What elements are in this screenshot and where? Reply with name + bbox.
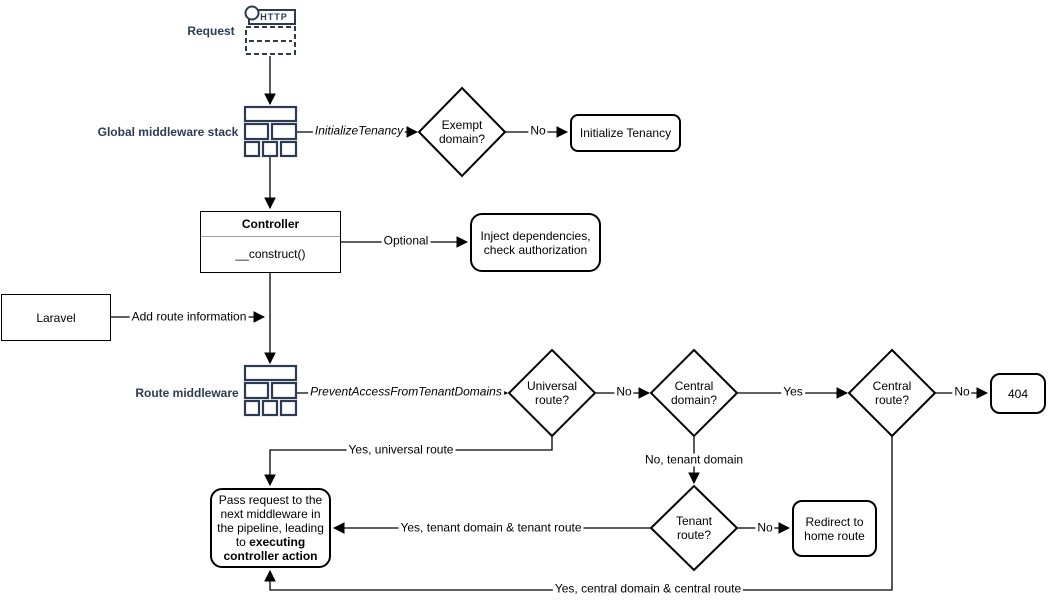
exempt-domain-diamond <box>417 86 507 178</box>
edge-label-prevent-access: PreventAccessFromTenantDomains <box>308 384 504 399</box>
controller-title: Controller <box>201 212 340 237</box>
controller-construct-method: __construct() <box>235 247 306 261</box>
edge-label-no-tenant-domain: No, tenant domain <box>642 452 746 467</box>
tenant-route-label: Tenant route? <box>675 514 713 542</box>
http-request-icon <box>244 5 296 55</box>
laravel-node: Laravel <box>1 294 111 341</box>
edge-label-yes-central-domain-route: Yes, central domain & central route <box>552 581 744 596</box>
tenant-route-diamond <box>649 484 739 572</box>
route-middleware-label: Route middleware <box>135 386 239 400</box>
global-middleware-stack-label: Global middleware stack <box>97 125 239 139</box>
edge-label-initialize-tenancy: InitializeTenancy <box>312 123 406 138</box>
central-domain-label: Central domain? <box>670 379 718 407</box>
inject-dependencies-node: Inject dependencies, check authorization <box>470 213 601 272</box>
central-route-label: Central route? <box>872 379 912 407</box>
controller-node: Controller __construct() <box>200 211 341 273</box>
edge-label-optional: Optional <box>381 233 431 248</box>
edge-label-exempt-no: No <box>528 123 548 138</box>
not-found-404-node: 404 <box>990 373 1046 414</box>
edge-label-add-route-information: Add route information <box>129 309 249 324</box>
initialize-tenancy-node: Initialize Tenancy <box>570 114 681 152</box>
central-domain-diamond <box>649 348 739 438</box>
pass-request-node: Pass request to the next middleware in t… <box>210 488 331 568</box>
global-middleware-stack-icon <box>243 105 298 158</box>
exempt-domain-label: Exempt domain? <box>438 118 486 146</box>
edge-label-yes-tenant-domain-route: Yes, tenant domain & tenant route <box>398 520 584 535</box>
redirect-home-route-node: Redirect to home route <box>792 500 877 557</box>
request-circle <box>244 5 260 21</box>
request-label: Request <box>187 24 235 38</box>
http-icon-label: HTTP <box>260 12 288 22</box>
universal-route-diamond <box>507 348 597 438</box>
edge-label-universal-no: No <box>614 384 634 399</box>
edge-label-yes-universal-route: Yes, universal route <box>346 442 456 457</box>
edge-label-central-domain-yes: Yes <box>781 384 805 399</box>
route-middleware-stack-icon <box>243 364 298 417</box>
universal-route-label: Universal route? <box>526 379 577 407</box>
pass-request-bold-text: executing controller action <box>223 535 318 563</box>
pass-request-text: Pass request to the next middleware in t… <box>217 493 324 549</box>
edge-label-tenant-route-no: No <box>755 520 775 535</box>
request-body-dashed <box>245 26 296 55</box>
central-route-diamond <box>847 348 937 438</box>
edge-label-central-route-no: No <box>952 384 972 399</box>
